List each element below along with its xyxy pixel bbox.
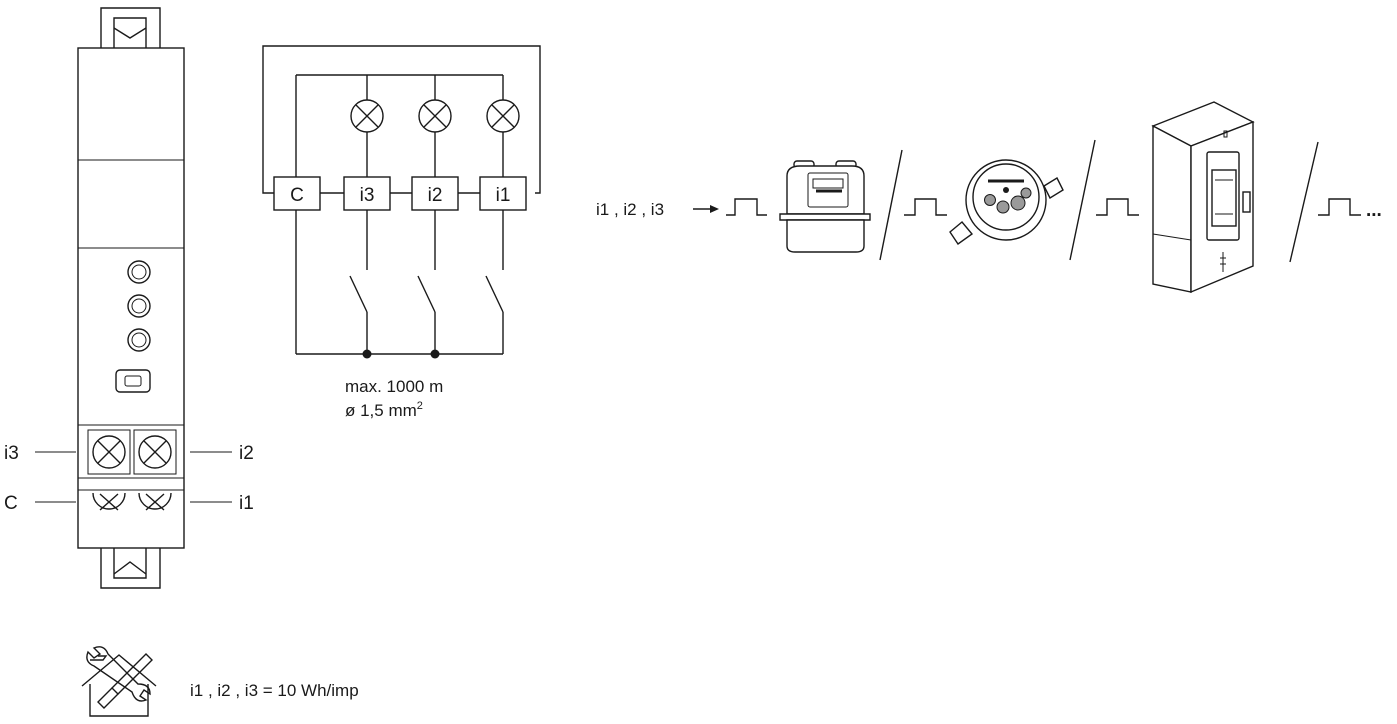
pulse-icon [1318,198,1361,216]
wiring-box-label-i1: i1 [496,185,511,206]
junction-dot [362,349,372,359]
terminal-screw-i2 [133,429,177,475]
cable-section-text: ø 1,5 mm [345,401,417,420]
terminal-label-i1: i1 [239,493,254,514]
pulse-meter-row: i1 , i2 , i3 [596,101,1382,294]
wiring-box-i3 [343,176,391,211]
terminal-screw-c [92,492,126,511]
terminal-label-c: C [4,493,18,514]
pulse-inputs-label: i1 , i2 , i3 [596,200,664,219]
switch-i2-icon [417,275,436,354]
lamp-3-icon [486,99,520,133]
electricity-meter-icon [1151,101,1255,294]
water-meter-icon [949,159,1064,245]
wiring-box-i2 [411,176,459,211]
wiring-box-label-i3: i3 [360,185,375,206]
led-1 [127,260,151,284]
terminal-label-i2: i2 [239,443,254,464]
terminal-screw-i3 [87,429,131,475]
junction-dot [430,349,440,359]
settings-note: i1 , i2 , i3 = 10 Wh/imp [81,646,359,717]
wiring-box-c [273,176,321,211]
led-2 [127,294,151,318]
led-3 [127,328,151,352]
terminal-label-i3: i3 [4,443,19,464]
switch-i1-icon [485,275,504,354]
wiring-box-i1 [479,176,527,211]
tools-house-icon [81,646,157,717]
separator-slash [1069,139,1096,261]
gas-meter-icon [779,160,871,253]
lamp-1-icon [350,99,384,133]
settings-note-text: i1 , i2 , i3 = 10 Wh/imp [190,681,359,700]
cable-length-label: max. 1000 m [345,377,443,396]
wiring-box-label-i2: i2 [428,185,443,206]
pulse-ellipsis: ... [1366,200,1382,221]
wiring-box-label-c: C [290,185,304,206]
pulse-icon [904,198,947,216]
din-rail-device: i3 i2 C i1 [4,7,254,589]
cable-section-superscript: 2 [417,400,423,412]
pulse-icon [1096,198,1139,216]
terminal-screw-i1 [138,492,172,511]
switch-i3-icon [349,275,368,354]
lamp-2-icon [418,99,452,133]
arrow-right-icon [693,205,719,213]
cable-section-label: ø 1,5 mm2 [345,400,423,420]
wiring-schematic: C i3 i2 i1 max. 1000 m ø 1,5 mm2 [262,45,541,420]
separator-slash [1289,141,1319,263]
device-button [115,369,151,393]
separator-slash [879,149,903,261]
pulse-icon [726,198,767,216]
